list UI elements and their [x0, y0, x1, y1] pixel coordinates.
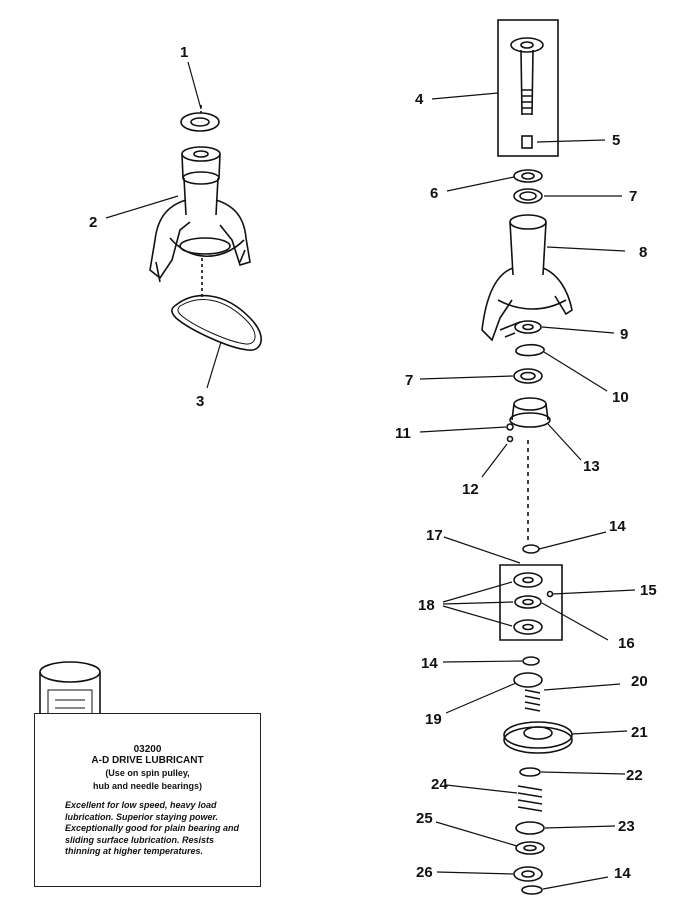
lubricant-info-box: 03200 A-D DRIVE LUBRICANT (Use on spin p…: [34, 713, 261, 887]
callout-9: 9: [620, 326, 628, 343]
spin-shaft-part-4: [510, 37, 544, 116]
callout-1: 1: [180, 44, 188, 61]
callout-12: 12: [462, 481, 479, 498]
washer-part-23: [515, 821, 545, 835]
lubricant-code: 03200: [133, 744, 162, 755]
callout-22: 22: [626, 767, 643, 784]
callout-20: 20: [631, 673, 648, 690]
kit-box-part-17: [499, 564, 563, 641]
lubricant-usage-line-2: hub and needle bearings): [92, 781, 202, 791]
screw-part-11: [506, 423, 514, 431]
thrust-washers-part-18: [513, 572, 543, 635]
callout-21: 21: [631, 724, 648, 741]
callout-25: 25: [416, 810, 433, 827]
bearing-part-26: [513, 866, 543, 882]
lubricant-description: Excellent for low speed, heavy load lubr…: [65, 800, 240, 856]
clip-part-14-lower: [521, 885, 543, 895]
callout-14-upper: 14: [609, 518, 626, 535]
snap-ring-part-10: [515, 343, 545, 357]
washer-part-14-middle: [522, 656, 540, 666]
ring-part-19: [513, 672, 543, 688]
callout-2: 2: [89, 214, 97, 231]
shaft-kit-box: [497, 19, 559, 157]
gasket-part-1: [180, 112, 220, 132]
bearing-part-16: [514, 595, 542, 609]
callout-24: 24: [431, 776, 448, 793]
callout-5: 5: [612, 132, 620, 149]
part-18-leaders: [442, 581, 514, 627]
bearing-part-7-lower: [513, 368, 543, 384]
callout-14-lower: 14: [614, 865, 631, 882]
callout-11: 11: [395, 425, 411, 442]
callout-10: 10: [612, 389, 629, 406]
callout-8: 8: [639, 244, 647, 261]
callout-18: 18: [418, 597, 435, 614]
spin-pulley-part-21: [503, 721, 573, 754]
transmission-housing-part-8: [481, 214, 573, 342]
pin-part-5: [521, 135, 533, 149]
ball-part-15: [546, 590, 554, 598]
hub-part-13: [509, 397, 551, 428]
callout-3: 3: [196, 393, 204, 410]
callout-23: 23: [618, 818, 635, 835]
lubricant-title: A-D DRIVE LUBRICANT: [91, 755, 204, 766]
washer-part-22: [519, 767, 541, 777]
callout-19: 19: [425, 711, 442, 728]
callout-26: 26: [416, 864, 433, 881]
seal-part-6: [513, 169, 543, 183]
bearing-part-7-upper: [513, 188, 543, 204]
callout-17: 17: [426, 527, 443, 544]
callout-15: 15: [640, 582, 657, 599]
washer-part-14-upper: [522, 544, 540, 554]
spring-part-24: [517, 785, 543, 812]
seal-part-25: [515, 841, 545, 855]
lubricant-usage-line-1: (Use on spin pulley,: [105, 768, 190, 778]
spring-part-20: [524, 689, 541, 712]
callout-14-middle: 14: [421, 655, 438, 672]
leader-lines: [105, 61, 636, 890]
seal-part-9: [514, 320, 542, 334]
hub-housing-part-2: [149, 146, 251, 283]
washer-part-12: [506, 435, 514, 443]
callout-7-upper: 7: [629, 188, 637, 205]
callout-13: 13: [583, 458, 600, 475]
callout-6: 6: [430, 185, 438, 202]
callout-16: 16: [618, 635, 635, 652]
callout-7-lower: 7: [405, 372, 413, 389]
drive-belt-part-3: [171, 294, 262, 351]
callout-4: 4: [415, 91, 424, 108]
